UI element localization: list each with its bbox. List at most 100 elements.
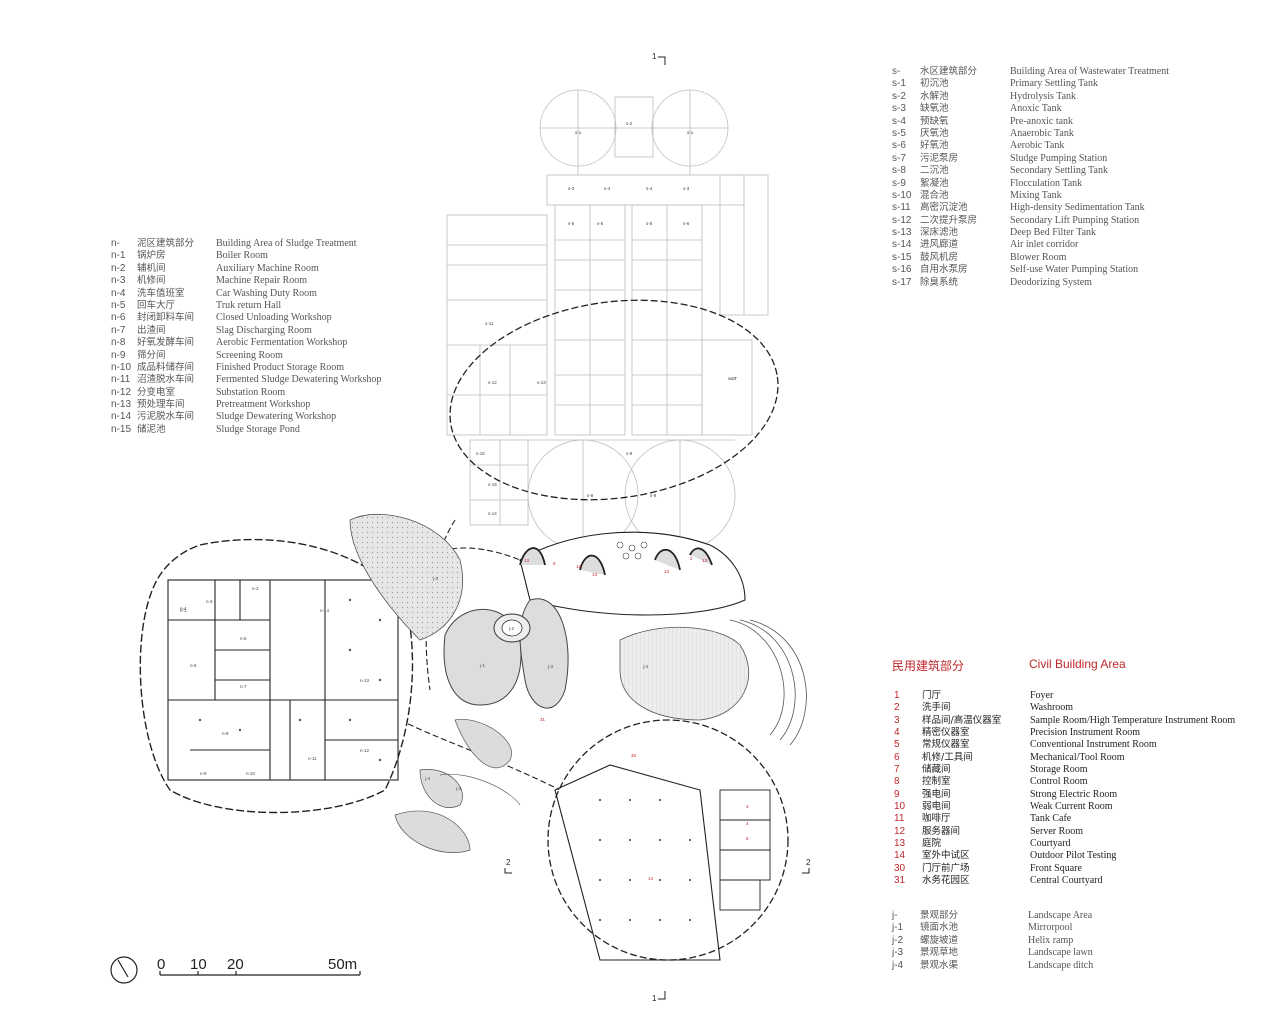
legend-s-en: Blower Room (1010, 251, 1067, 263)
plan-label-s6b: s-6 (683, 221, 690, 226)
legend-s-cn: 混合池 (920, 189, 949, 201)
legend-s-en: Primary Settling Tank (1010, 78, 1098, 90)
legend-n-cn: 封闭卸料车间 (137, 312, 195, 324)
legend-n-cn: 沼渣脱水车间 (137, 374, 195, 386)
scale-bar (110, 956, 361, 984)
plan-label-j3c: j-3 (432, 576, 438, 581)
plan-label-c13c: 13 (664, 569, 670, 574)
plan-label-n5: n-5 (190, 663, 197, 668)
legend-civil-en: Weak Current Room (1030, 801, 1113, 813)
legend-s-code: s-4 (892, 115, 906, 127)
legend-s-en: Flocculation Tank (1010, 177, 1083, 189)
legend-n-cn: 储泥池 (137, 423, 166, 435)
legend-n-cn: 回车大厅 (137, 299, 176, 311)
legend-j-cn: 景观部分 (920, 910, 959, 921)
legend-n-code: n-7 (111, 324, 126, 336)
legend-j-en: Landscape Area (1028, 910, 1093, 921)
legend-s-code: s-13 (892, 227, 912, 239)
legend-civil-code: 14 (894, 850, 906, 862)
legend-s-cn: 二次提升泵房 (920, 214, 978, 226)
legend-civil-code: 31 (894, 875, 906, 887)
plan-label-s3b: s-3 (683, 186, 690, 191)
legend-n-en: Finished Product Storage Room (216, 361, 345, 373)
plan-label-c31: 31 (540, 717, 546, 722)
legend-n-en: Truk return Hall (216, 299, 282, 311)
plan-label-s16: s-16 (476, 451, 485, 456)
plan-label-s8a: s-8 (587, 493, 594, 498)
legend-n-code: n-10 (111, 361, 132, 373)
legend-civil-en: Server Room (1030, 825, 1084, 837)
plan-label-s1a: s-1 (575, 130, 582, 135)
legend-s-cn: 进风廊道 (920, 239, 959, 251)
legend-n-code: n-1 (111, 250, 126, 262)
legend-civil-cn: 庭院 (922, 838, 942, 850)
legend-civil-code: 6 (894, 751, 900, 763)
plan-label-n1: n-1 (180, 608, 187, 613)
plan-label-n11: n-11 (308, 756, 317, 761)
legend-n-code: n-12 (111, 386, 132, 398)
legend-n-row: n-10 成品料储存间 Finished Product Storage Room (111, 362, 411, 374)
civil-title-en: Civil Building Area (1029, 657, 1126, 671)
legend-n-cn: 预处理车间 (137, 399, 185, 411)
legend-s-cn: 二沉池 (920, 165, 949, 177)
legend-j-code: j-3 (892, 947, 904, 959)
legend-civil-code: 4 (894, 727, 900, 739)
legend-n-code: n-8 (111, 337, 126, 349)
legend-civil-en: Strong Electric Room (1030, 788, 1118, 800)
plan-label-c5: 5 (746, 836, 749, 841)
plan-label-n3: n-3 (206, 599, 213, 604)
legend-j-en: Mirrorpool (1028, 922, 1073, 934)
legend-s-en: High-density Sedimentation Tank (1010, 202, 1145, 214)
legend-n-en: Closed Unloading Workshop (216, 312, 332, 324)
plan-label-n7: n-7 (240, 684, 247, 689)
plan-label-n4: n-4 (180, 606, 187, 611)
legend-n-code: n-3 (111, 275, 126, 287)
plan-label-s2: s-2 (626, 121, 633, 126)
legend-s-cn: 除臭系统 (920, 276, 959, 288)
legend-civil-en: Control Room (1030, 776, 1088, 788)
legend-n-code: n-9 (111, 349, 126, 361)
legend-n-cn: 洗车值班室 (137, 287, 185, 299)
legend-s-en: Hydrolysis Tank (1010, 90, 1077, 102)
civil-building (547, 719, 789, 961)
legend-s-cn: 絮凝池 (920, 177, 949, 189)
legend-n-cn: 分变电室 (137, 386, 176, 398)
legend-n-cn: 成品料储存间 (137, 361, 195, 373)
legend-n-row: n-12 分变电室 Substation Room (111, 387, 411, 399)
legend-s-en: Anaerobic Tank (1010, 127, 1074, 139)
plan-label-j4: j-4 (424, 776, 430, 781)
legend-n-cn: 锅炉房 (137, 250, 166, 262)
legend-n-en: Substation Room (216, 386, 286, 398)
legend-s-code: s-14 (892, 239, 912, 251)
legend-civil-cn: 服务器间 (922, 825, 961, 837)
plan-label-c30: 30 (631, 753, 637, 758)
legend-s-cn: 厌氧池 (920, 127, 949, 139)
legend-n-cn: 好氧发酵车间 (137, 337, 195, 349)
plan-label-s6a: s-6 (597, 221, 604, 226)
legend-n-code: n-11 (111, 374, 131, 386)
plan-label-s3a: s-3 (568, 186, 575, 191)
legend-n-cn: 污泥脱水车间 (137, 411, 195, 423)
legend-civil-en: Storage Room (1030, 764, 1088, 776)
